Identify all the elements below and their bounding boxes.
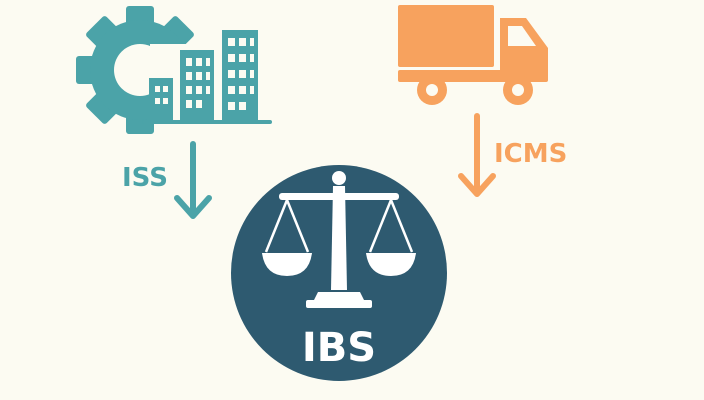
iss-label: ISS: [122, 163, 168, 193]
ibs-badge: IBS: [231, 165, 447, 381]
buildings-icon: [142, 30, 272, 124]
icms-label: ICMS: [494, 139, 567, 169]
gear-buildings-icon: [76, 6, 272, 134]
iss-down-arrow-icon: [174, 141, 212, 219]
truck-icon: [398, 5, 548, 105]
ibs-label: IBS: [302, 325, 376, 371]
icms-down-arrow-icon: [458, 113, 496, 197]
balance-scale-icon: [262, 171, 416, 308]
